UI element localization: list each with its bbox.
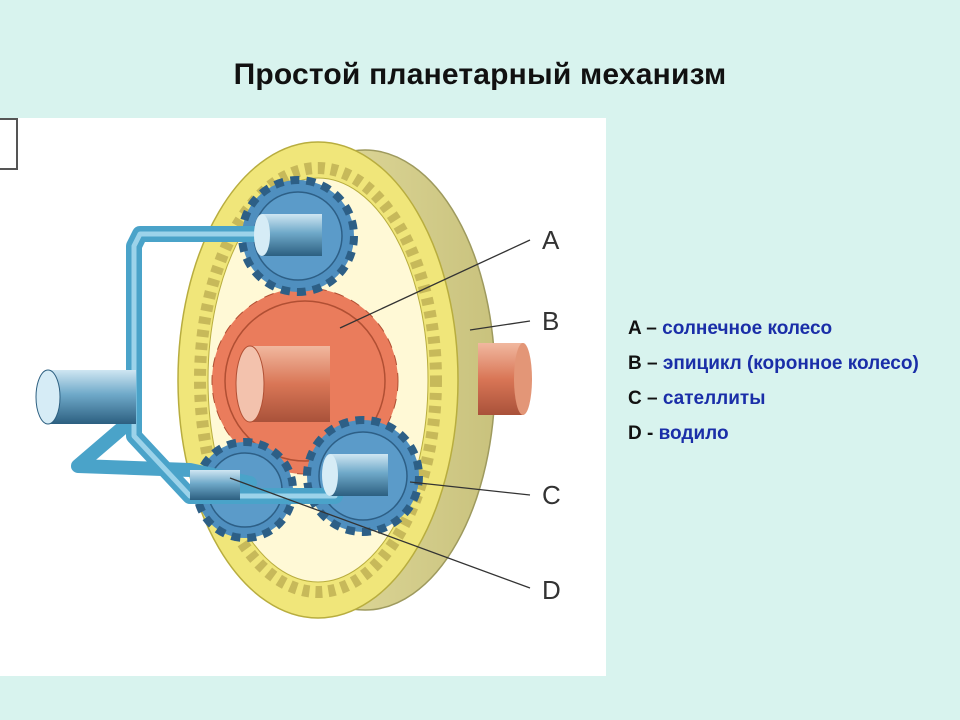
legend-description: эпицикл (коронное колесо) [662, 353, 919, 374]
legend: A – солнечное колесо B – эпицикл (коронн… [628, 316, 928, 456]
slide-title: Простой планетарный механизм [233, 58, 727, 91]
planetary-gear-illustration: A B C D [35, 141, 561, 619]
callout-letter-a: A [542, 225, 560, 255]
carrier-pin-right [322, 454, 388, 496]
legend-key: D [628, 423, 642, 444]
leader-lines [229, 239, 531, 589]
carrier-pin-left [190, 470, 240, 500]
legend-separator: - [641, 423, 659, 444]
frame-corner-mark [0, 118, 18, 170]
callout-letter-d: D [542, 575, 561, 605]
legend-key: A [628, 318, 642, 339]
callout-letter-b: B [542, 306, 559, 336]
legend-key: B [628, 353, 642, 374]
legend-item-b: B – эпицикл (коронное колесо) [628, 351, 928, 376]
carrier-input-stub [35, 369, 136, 425]
legend-description: водило [658, 423, 729, 444]
legend-separator: – [641, 388, 663, 409]
legend-separator: – [641, 353, 663, 374]
legend-item-a: A – солнечное колесо [628, 316, 928, 341]
carrier-pin-top [254, 214, 322, 256]
legend-description: солнечное колесо [662, 318, 833, 339]
legend-key: C [628, 388, 642, 409]
planetary-gear-figure: A B C D [0, 118, 606, 676]
callout-letter-c: C [542, 480, 561, 510]
legend-description: сателлиты [662, 388, 766, 409]
legend-separator: – [641, 318, 663, 339]
title-band [0, 0, 960, 118]
legend-item-d: D - водило [628, 421, 928, 446]
legend-item-c: C – сателлиты [628, 386, 928, 411]
